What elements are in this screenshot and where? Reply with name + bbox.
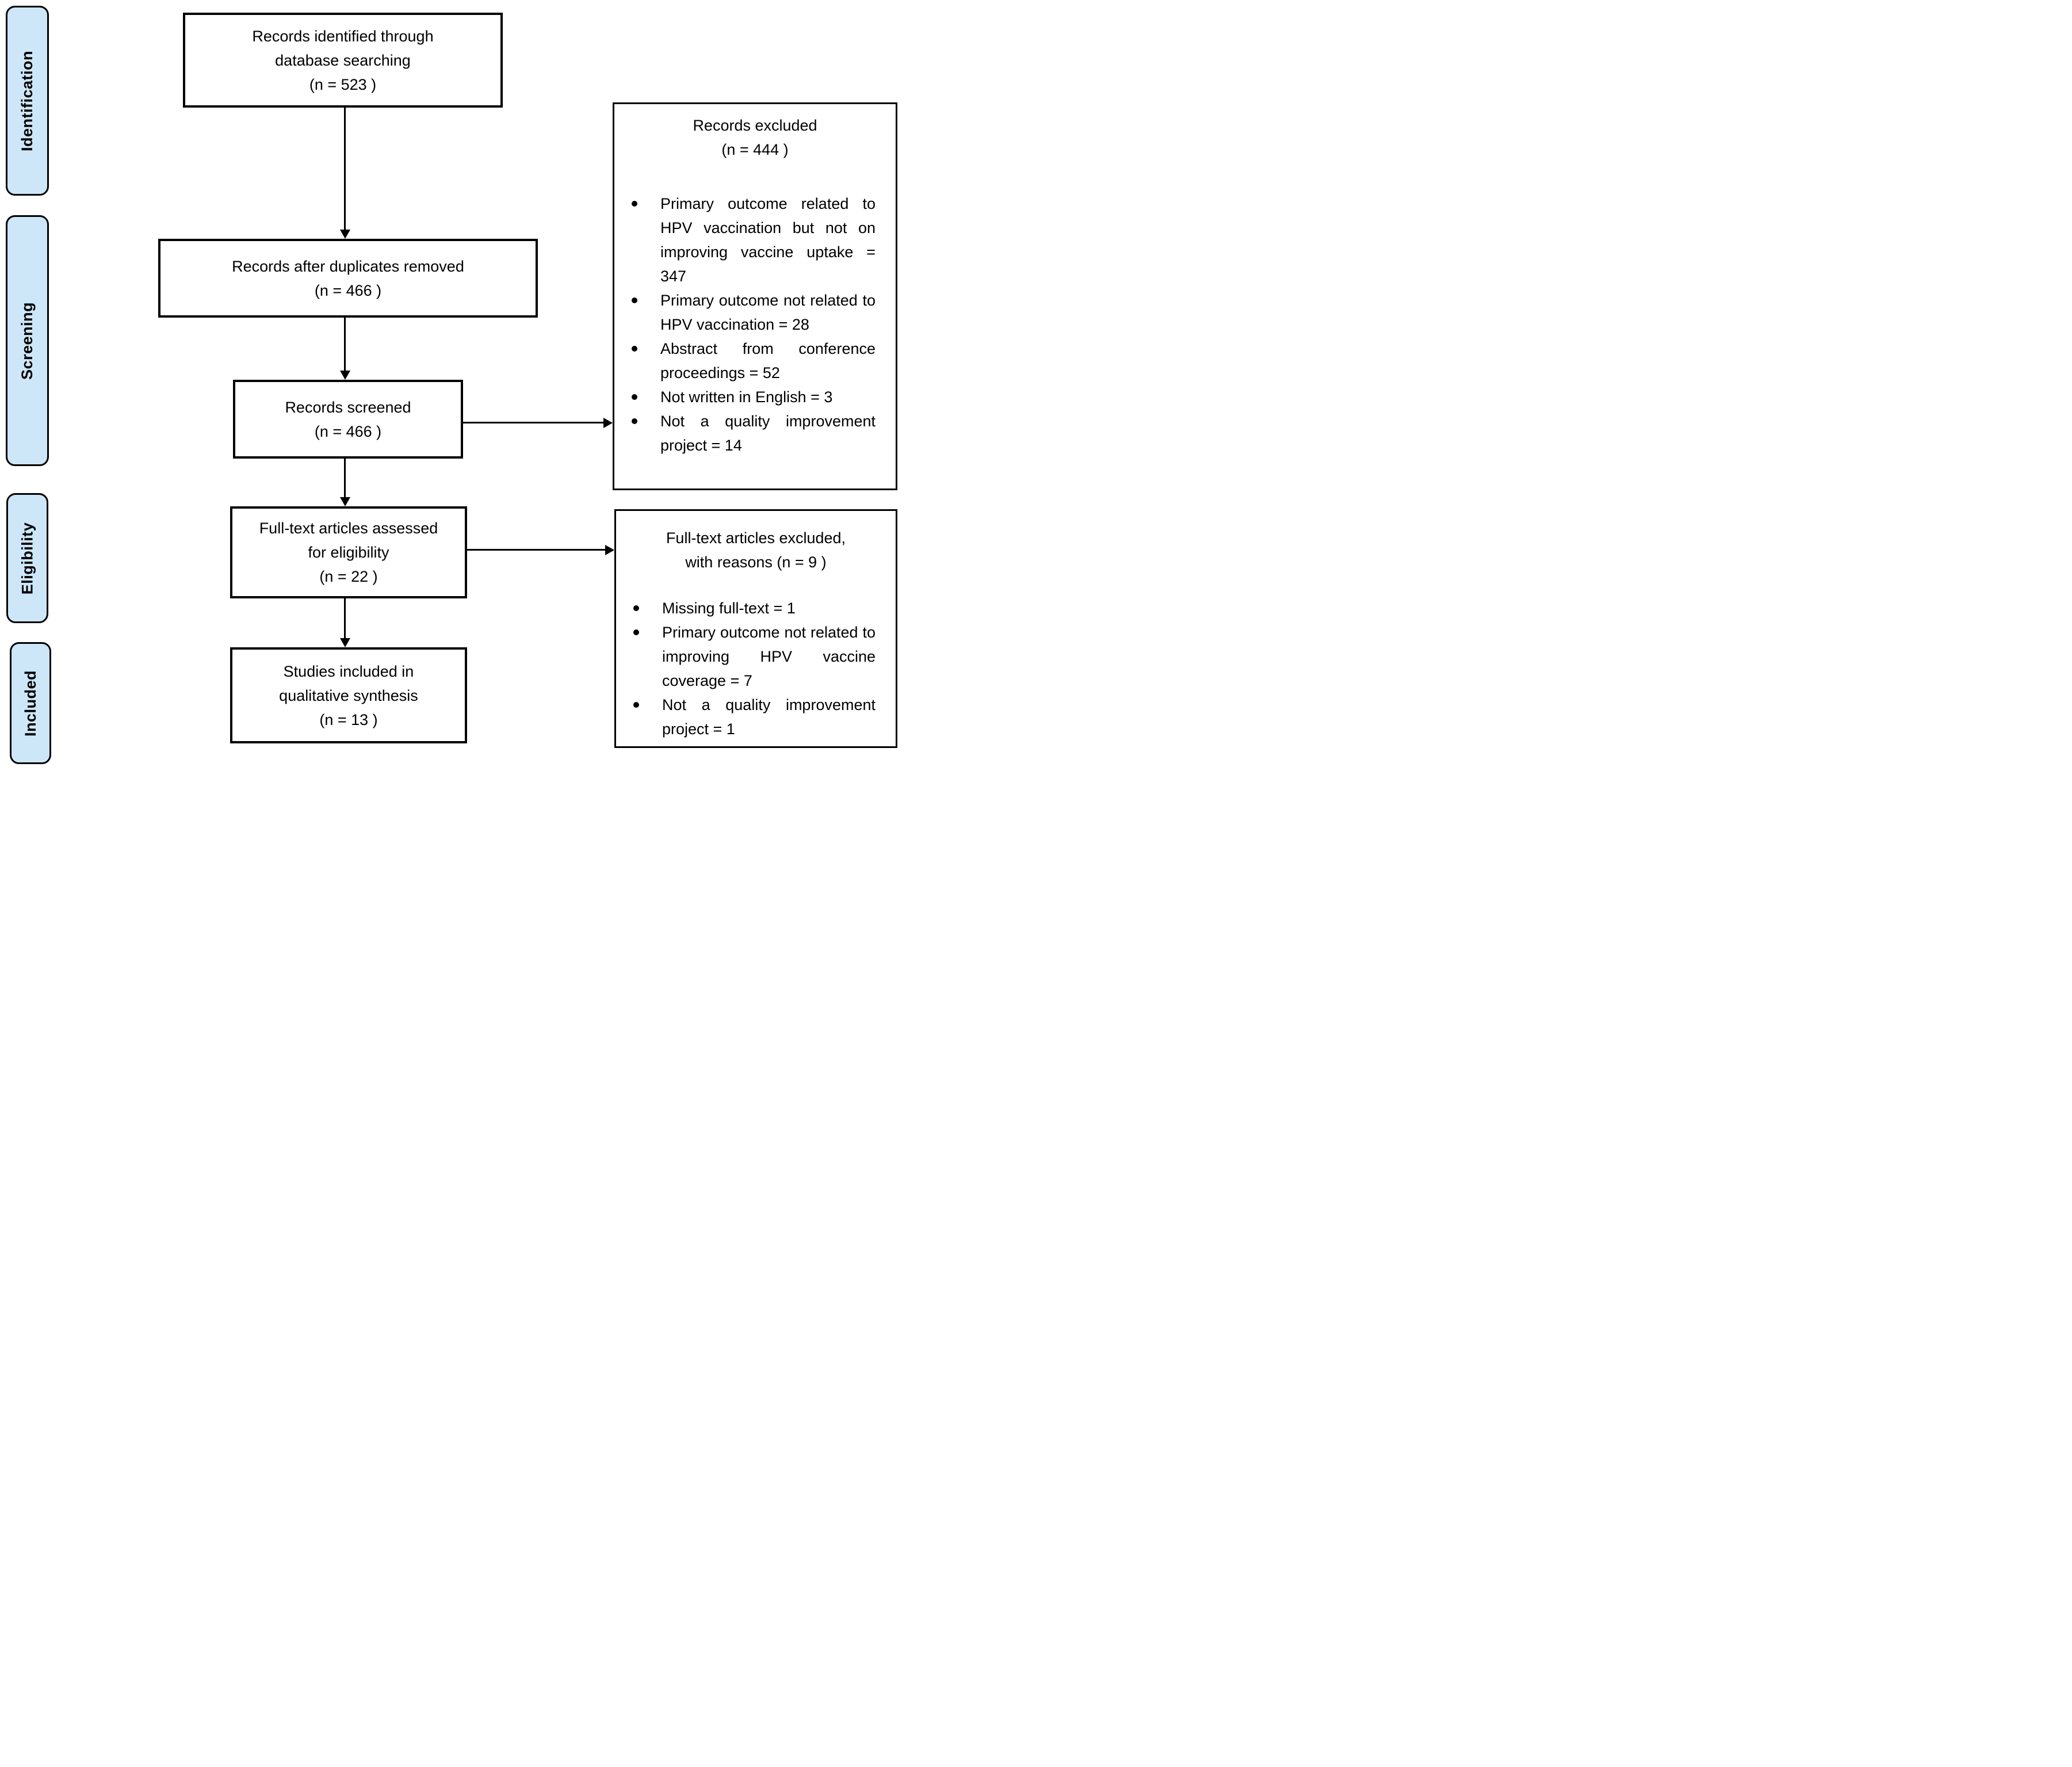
stage-eligibility: Eligibility [6,493,48,623]
stage-screening-label: Screening [18,302,36,380]
node-text-line: qualitative synthesis [279,686,418,704]
arrowhead-down-icon [340,497,350,506]
bullet-text: Primary outcome not related to improving… [662,624,876,689]
node-text-line: Records screened [285,398,411,416]
node-records-excluded: Records excluded (n = 444 ) Primary outc… [613,102,897,490]
stage-screening: Screening [6,215,49,466]
node-text-line: Records identified through [252,27,434,45]
bullet-icon [632,297,637,303]
stage-included: Included [10,642,51,764]
arrowhead-down-icon [340,371,350,380]
arrowhead-down-icon [340,230,350,239]
arrowhead-right-icon [603,418,613,428]
bullet-text: Abstract from conference proceedings = 5… [660,340,876,381]
bullet-text: Not a quality improvement project = 1 [662,696,876,738]
list-item: Primary outcome not related to improving… [633,620,876,693]
bullet-icon [632,201,637,207]
node-text-line: database searching [275,51,411,69]
node-studies-included: Studies included in qualitative synthesi… [230,647,467,743]
bullet-text: Missing full-text = 1 [662,600,796,617]
node-text-line: (n = 13 ) [319,711,378,728]
rtitle-line: Records excluded [693,117,817,134]
node-text-line: (n = 466 ) [314,422,382,440]
list-item: Primary outcome related to HPV vaccinati… [632,192,876,288]
node-text-line: for eligibility [308,544,389,561]
list-item: Abstract from conference proceedings = 5… [632,337,876,385]
rtitle-line: with reasons (n = 9 ) [685,554,827,571]
arrowhead-down-icon [340,638,350,647]
list-item: Not a quality improvement project = 14 [632,409,876,457]
node-text-line: (n = 466 ) [314,281,382,299]
stage-included-label: Included [21,670,39,736]
bullet-text: Primary outcome related to HPV vaccinati… [660,195,876,285]
bullet-text: Primary outcome not related to HPV vacci… [660,292,876,333]
stage-identification: Identification [6,6,49,196]
fulltext-excluded-title: Full-text articles excluded, with reason… [616,526,896,574]
list-item: Missing full-text = 1 [633,596,876,620]
node-duplicates-removed: Records after duplicates removed (n = 46… [158,239,538,318]
list-item: Primary outcome not related to HPV vacci… [632,288,876,337]
bullet-icon [633,702,639,708]
bullet-icon [632,394,637,400]
node-fulltext-assessed: Full-text articles assessed for eligibil… [230,506,467,598]
node-text-line: Records after duplicates removed [232,257,464,275]
records-excluded-bullets: Primary outcome related to HPV vaccinati… [614,192,896,457]
bullet-text: Not a quality improvement project = 14 [660,413,876,454]
stage-identification-label: Identification [18,50,36,151]
node-fulltext-excluded: Full-text articles excluded, with reason… [614,509,897,748]
list-item: Not a quality improvement project = 1 [633,693,876,741]
stage-eligibility-label: Eligibility [18,522,36,594]
bullet-icon [632,346,637,352]
node-text-line: Studies included in [283,662,414,680]
bullet-icon [632,418,637,424]
rtitle-line: (n = 444 ) [721,141,789,158]
node-text-line: (n = 22 ) [319,568,378,585]
node-text-line: (n = 523 ) [309,75,377,93]
rtitle-line: Full-text articles excluded, [666,529,846,547]
arrowhead-right-icon [605,545,614,555]
list-item: Not written in English = 3 [632,385,876,409]
bullet-icon [633,629,639,635]
prisma-flow-diagram: Identification Screening Eligibility Inc… [0,0,902,769]
bullet-icon [633,605,639,611]
records-excluded-title: Records excluded (n = 444 ) [614,113,896,162]
node-text-line: Full-text articles assessed [259,520,438,537]
node-records-identified: Records identified through database sear… [183,13,503,108]
bullet-text: Not written in English = 3 [660,388,833,406]
node-records-screened: Records screened (n = 466 ) [233,380,463,459]
fulltext-excluded-bullets: Missing full-text = 1 Primary outcome no… [616,596,896,741]
